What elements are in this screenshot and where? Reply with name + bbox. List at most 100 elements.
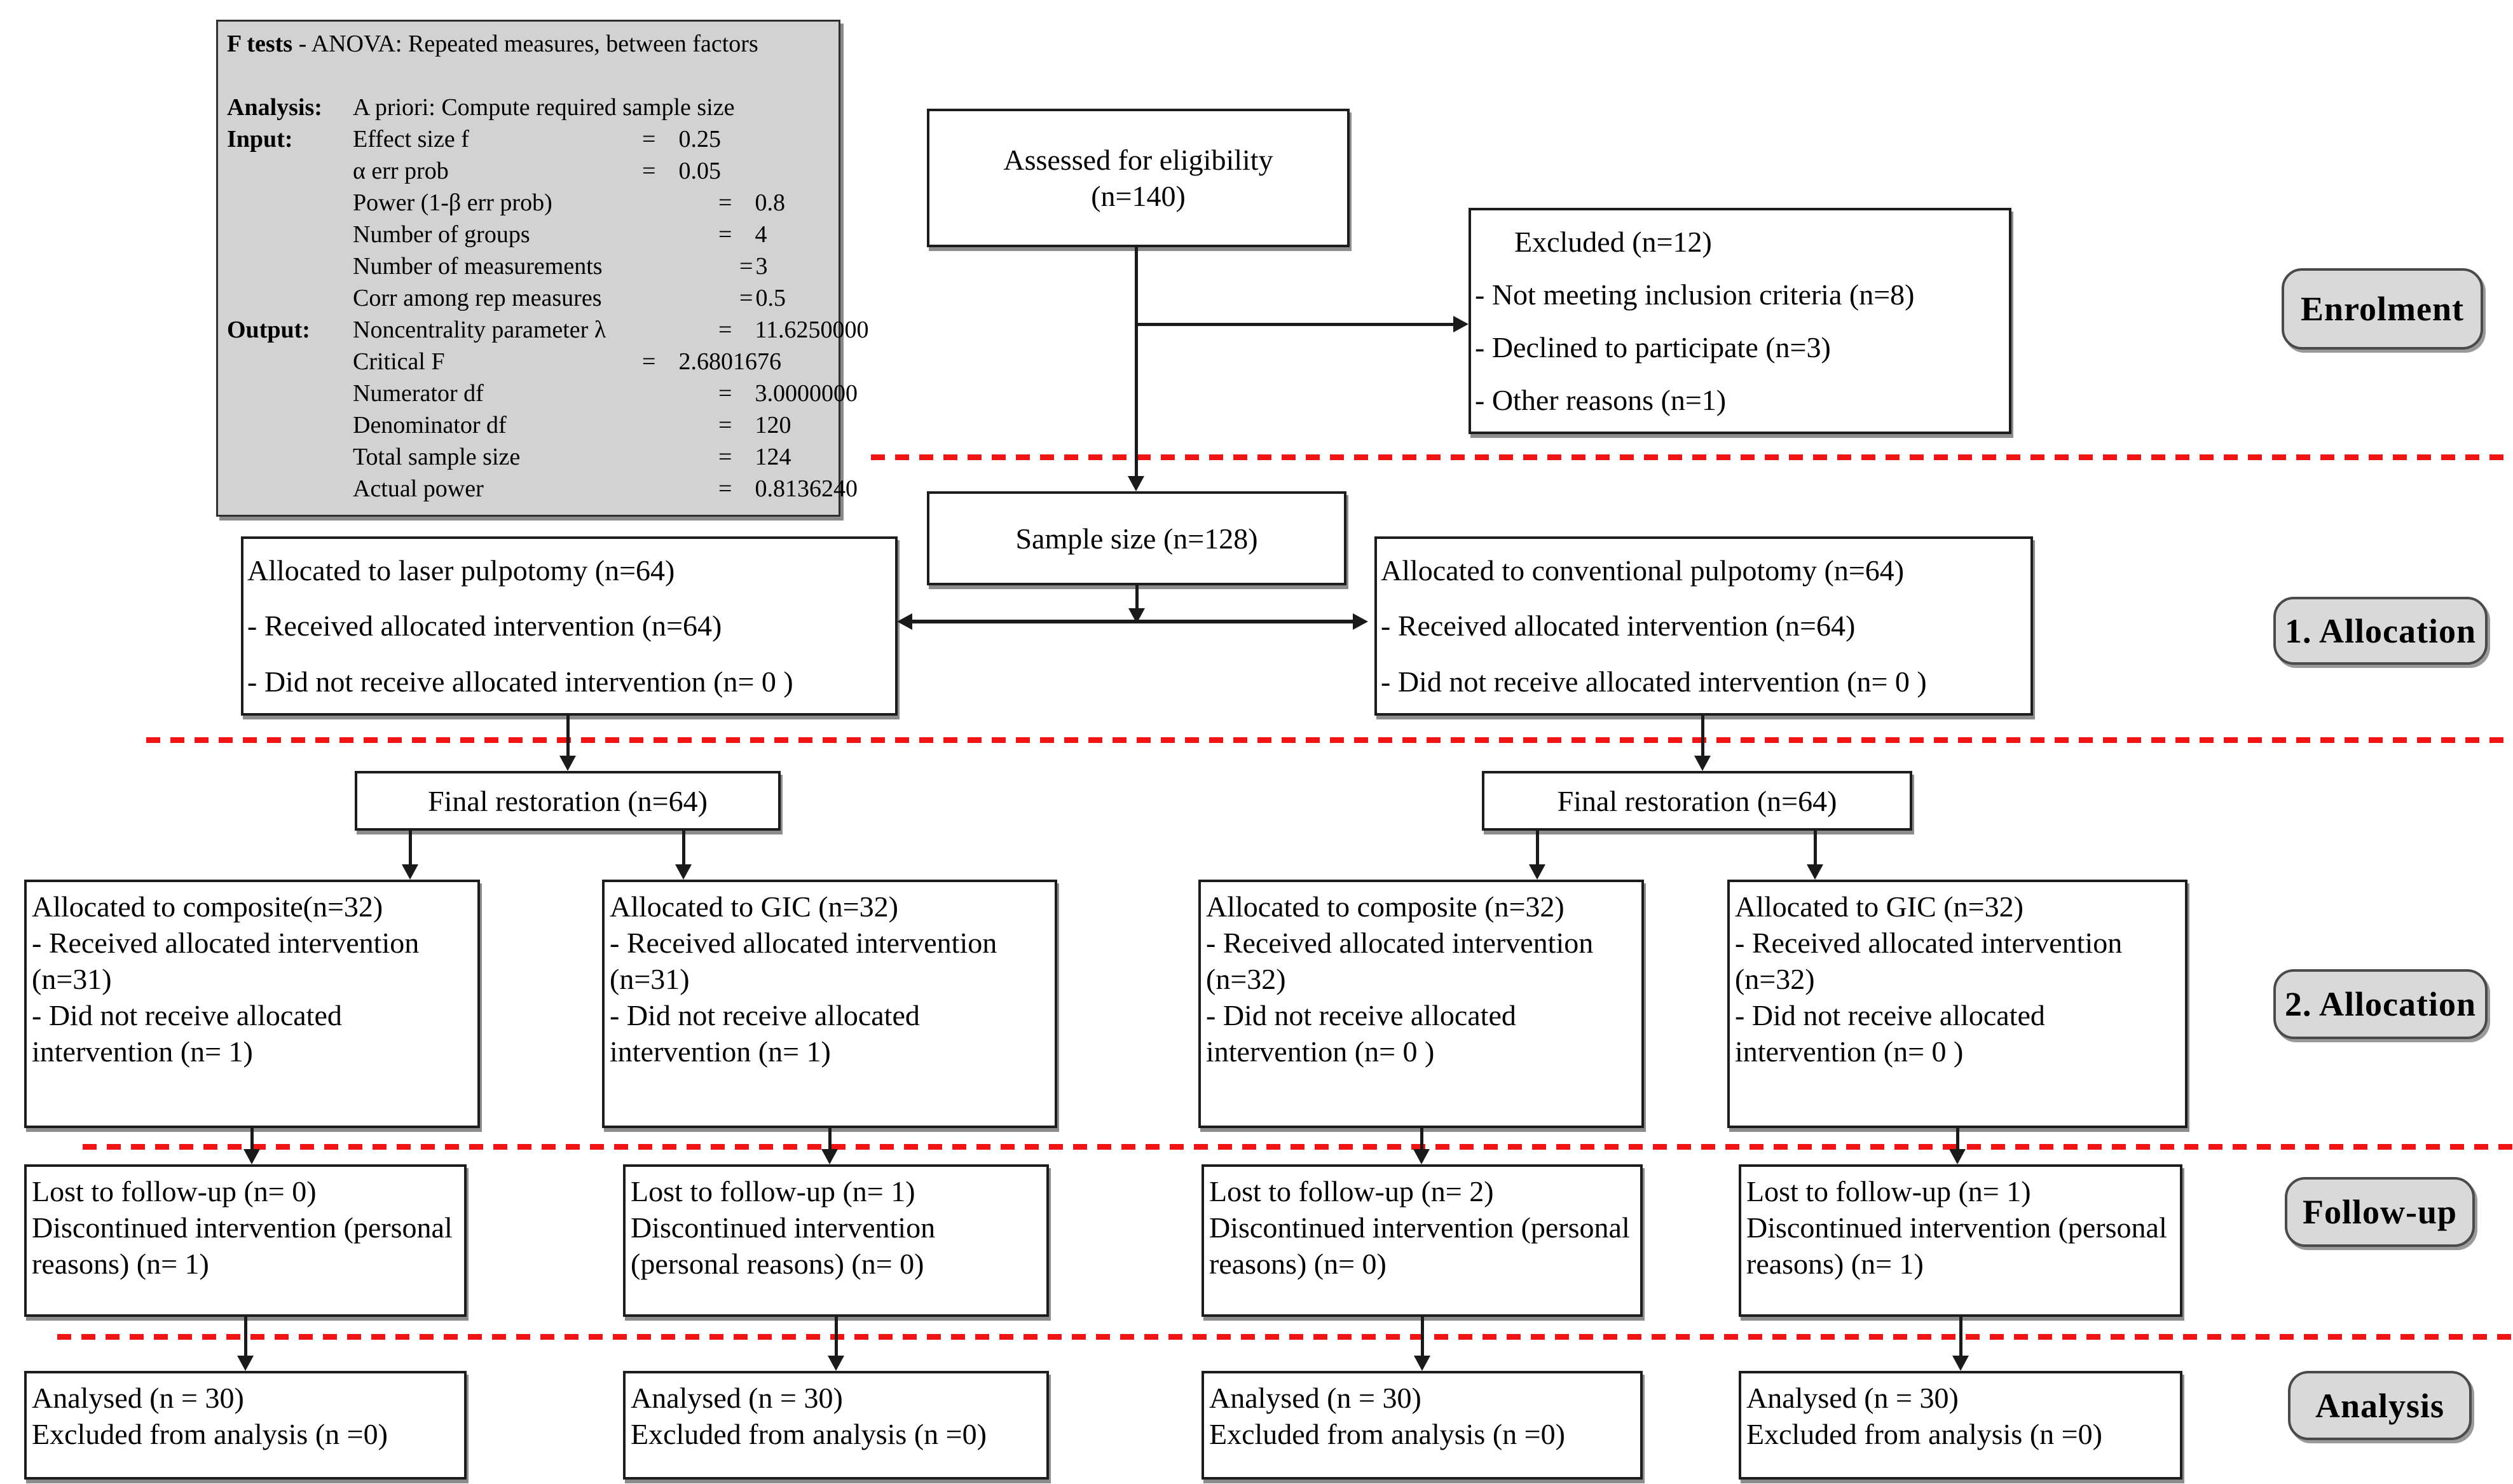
phase-label-allocation2: 2. Allocation [2273, 969, 2488, 1039]
box-line: Allocated to composite (n=32) [1206, 890, 1565, 923]
flow-line [1420, 1128, 1423, 1149]
stats-label: Corr among rep measures [353, 285, 602, 311]
box-line: Excluded from analysis (n =0) [631, 1418, 987, 1450]
arrow-down-icon [1529, 864, 1545, 880]
arrow-left-icon [897, 613, 912, 630]
box-line: - Did not receive allocated intervention… [610, 999, 920, 1068]
box-line: Allocated to GIC (n=32) [1735, 890, 2023, 923]
phase-label-enrolment: Enrolment [2282, 268, 2483, 350]
box-line: - Did not receive allocated intervention… [1206, 999, 1516, 1068]
phase-label-text: 1. Allocation [2284, 611, 2476, 650]
box-arm4-gic: Allocated to GIC (n=32) - Received alloc… [1727, 880, 2188, 1128]
box-line: - Did not receive allocated intervention… [247, 665, 793, 698]
stats-eq: = [718, 475, 732, 502]
phase-label-text: 2. Allocation [2284, 985, 2476, 1023]
stats-label: Denominator df [353, 412, 507, 439]
box-line: Allocated to composite(n=32) [32, 890, 383, 923]
stats-prefix [227, 155, 353, 187]
stats-row-numerator-df: Numerator df=3.0000000 [227, 378, 858, 409]
flow-line [1135, 323, 1453, 326]
box-final-restoration-left: Final restoration (n=64) [355, 771, 781, 831]
power-analysis-title-bold: F tests [227, 31, 293, 57]
box-followup3: Lost to follow-up (n= 2) Discontinued in… [1202, 1164, 1643, 1317]
stats-label: Power (1-β err prob) [353, 189, 552, 216]
stats-value: 0.05 [678, 158, 721, 184]
flow-line [682, 831, 685, 864]
box-final-restoration-right: Final restoration (n=64) [1482, 771, 1912, 831]
box-line: Analysed (n = 30) [1746, 1382, 1959, 1414]
stats-prefix [227, 187, 353, 219]
stats-eq: = [642, 158, 656, 184]
stats-eq: = [739, 253, 753, 280]
arrow-down-icon [1128, 476, 1144, 491]
spacer [227, 60, 830, 92]
phase-label-text: Enrolment [2300, 290, 2464, 328]
stats-prefix [227, 409, 353, 441]
box-line: - Received allocated intervention (n=31) [610, 927, 997, 995]
stats-value: 4 [755, 221, 767, 248]
stats-prefix: Output: [227, 317, 310, 343]
box-line: - Did not receive allocated intervention… [1735, 999, 2045, 1068]
stats-prefix [227, 441, 353, 473]
flow-line [1135, 585, 1139, 611]
arrow-down-icon [1414, 1356, 1430, 1371]
stats-value: 120 [755, 412, 791, 439]
stats-prefix [227, 346, 353, 378]
phase-label-text: Follow-up [2302, 1193, 2458, 1231]
stats-label: Number of groups [353, 221, 530, 248]
box-line: Lost to follow-up (n= 2) [1209, 1175, 1494, 1208]
flow-line [1959, 1317, 1962, 1356]
stats-row-effect-size: Input:Effect size f=0.25 [227, 123, 830, 155]
phase-separator-2 [146, 737, 2513, 743]
box-arm1-composite: Allocated to composite(n=32) - Received … [24, 880, 480, 1128]
box-analysis4: Analysed (n = 30) Excluded from analysis… [1739, 1371, 2182, 1480]
phase-separator-3 [83, 1144, 2513, 1150]
flow-line [566, 716, 570, 756]
box-line: Lost to follow-up (n= 1) [631, 1175, 915, 1208]
stats-value: 124 [755, 444, 791, 470]
stats-label: Number of measurements [353, 253, 603, 280]
stats-label: A priori: Compute required sample size [353, 94, 735, 121]
stats-eq: = [718, 412, 732, 439]
stats-prefix [227, 219, 353, 250]
stats-eq: = [718, 189, 732, 216]
arrow-right-icon [1353, 613, 1368, 630]
stats-prefix [227, 282, 353, 314]
box-followup1: Lost to follow-up (n= 0) Discontinued in… [24, 1164, 467, 1317]
flow-line [409, 831, 412, 864]
stats-row-noncentrality: Output:Noncentrality parameter λ=11.6250… [227, 314, 869, 346]
stats-label: Critical F [353, 348, 445, 375]
stats-eq: = [718, 380, 732, 407]
flow-line [835, 1317, 838, 1356]
stats-value: 11.6250000 [755, 317, 869, 343]
box-line: - Did not receive allocated intervention… [32, 999, 342, 1068]
stats-label: Total sample size [353, 444, 521, 470]
box-assessed: Assessed for eligibility (n=140) [927, 109, 1350, 247]
box-followup4: Lost to follow-up (n= 1) Discontinued in… [1739, 1164, 2182, 1317]
flow-line [1421, 1317, 1424, 1356]
box-line: Excluded (n=12) [1514, 226, 1712, 258]
box-line: Final restoration (n=64) [1557, 784, 1837, 817]
arrow-down-icon [1807, 864, 1823, 880]
stats-label: Numerator df [353, 380, 484, 407]
box-line: Analysed (n = 30) [631, 1382, 843, 1414]
arrow-down-icon [1413, 1149, 1430, 1164]
phase-separator-4 [57, 1334, 2513, 1340]
stats-row-total-sample: Total sample size=124 [227, 441, 830, 473]
phase-separator-1 [871, 454, 2513, 460]
arrow-down-icon [821, 1149, 838, 1164]
stats-eq: = [642, 126, 656, 153]
stats-label: Effect size f [353, 126, 469, 153]
box-line: - Not meeting inclusion criteria (n=8) [1475, 278, 1915, 311]
stats-eq: = [642, 348, 656, 375]
power-analysis-title: F tests - ANOVA: Repeated measures, betw… [227, 28, 830, 60]
phase-label-allocation1: 1. Allocation [2273, 597, 2488, 665]
flow-line [828, 1128, 832, 1149]
flow-line [244, 1317, 247, 1356]
box-line: Final restoration (n=64) [428, 784, 708, 817]
box-line: - Received allocated intervention (n=64) [247, 609, 722, 643]
phase-label-text: Analysis [2315, 1386, 2445, 1425]
box-followup2: Lost to follow-up (n= 1) Discontinued in… [623, 1164, 1049, 1317]
arrow-right-icon [1453, 316, 1469, 332]
arrow-down-icon [675, 864, 692, 880]
